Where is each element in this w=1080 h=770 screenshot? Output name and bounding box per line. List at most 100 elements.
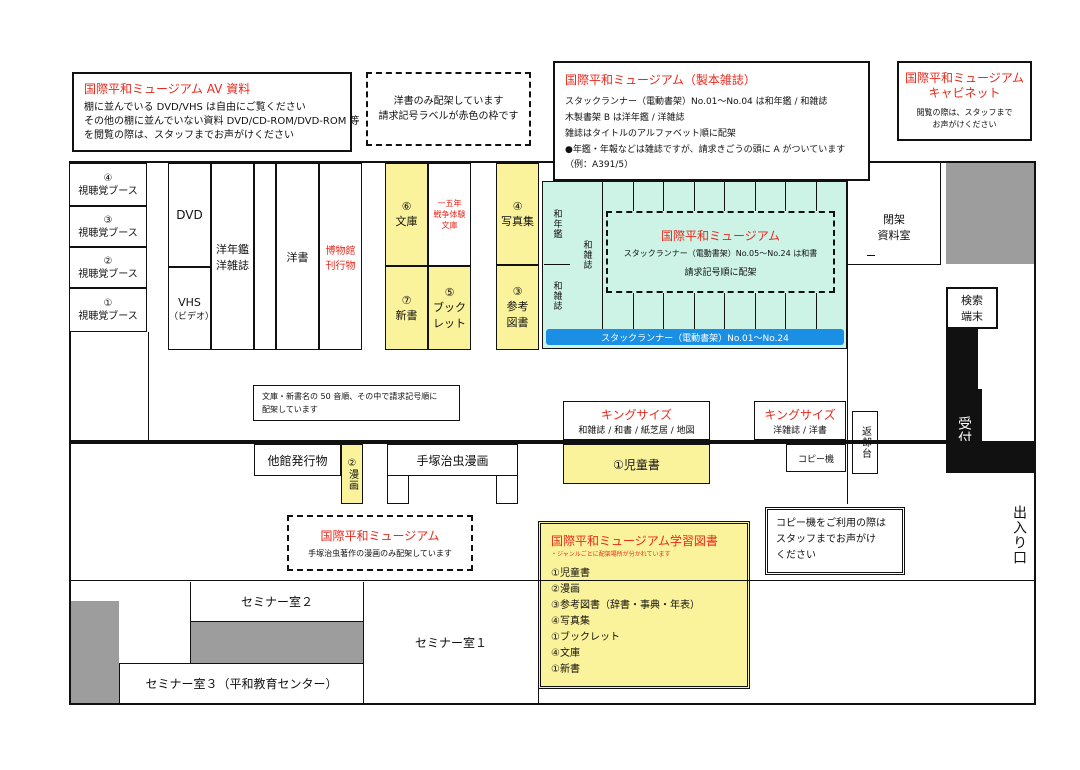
dvd-shelf: DVD xyxy=(168,163,211,267)
av-box-title: 国際平和ミュージアム AV 資料 xyxy=(84,82,251,96)
study-books-box: 国際平和ミュージアム学習図書 ・ジャンルごとに配架場所が分かれています ①児童書… xyxy=(538,521,750,689)
note-line: 請求記号ラベルが赤色の枠です xyxy=(378,111,519,122)
reception-label: 受付 xyxy=(956,416,972,446)
booth-wall xyxy=(69,332,149,440)
bound-box-line: （例：A391/5） xyxy=(565,160,634,170)
shelf-label: 文庫 xyxy=(395,215,418,228)
reception-counter-upper xyxy=(946,329,978,389)
cabinet-line: お声がけください xyxy=(932,120,997,129)
area-divider xyxy=(867,255,875,256)
study-box-sub: ・ジャンルごとに配架場所が分かれています xyxy=(551,551,671,558)
shelf-label: 刊行物 xyxy=(325,260,356,272)
shelf-label: 手塚治虫漫画 xyxy=(416,453,489,468)
closed-room-wall xyxy=(847,264,941,265)
bound-magazines-box: 国際平和ミュージアム（製本雑誌） スタックランナー（電動書架）No.01～No.… xyxy=(553,61,870,181)
japanese-magazine-shelf-b: 和雑誌 xyxy=(544,266,570,326)
tezuka-manga-shelf: 手塚治虫漫画 xyxy=(387,444,518,476)
shelf-label: 和雑誌 xyxy=(551,281,562,311)
note-line: 文庫・新書名の 50 音順、その中で請求記号順に xyxy=(262,392,438,401)
seminar-wall-top xyxy=(69,580,1036,581)
bunko-shinsho-note: 文庫・新書名の 50 音順、その中で請求記号順に 配架しています xyxy=(253,385,460,421)
study-item: ①新書 xyxy=(551,664,580,675)
bound-box-line: ●年鑑・年報などは雑誌ですが、請求きごうの頭に A がついています xyxy=(565,145,846,155)
king-size-shelf-japanese: キングサイズ 和雑誌 / 和書 / 紙芝居 / 地図 xyxy=(563,401,710,440)
shelf-number: ⑥ xyxy=(401,200,412,213)
search-terminal: 検索 端末 xyxy=(946,287,998,329)
bunko-shelf: ⑥ 文庫 xyxy=(385,163,428,266)
manga-shelf: ② 漫画 xyxy=(341,444,363,504)
main-divider xyxy=(69,440,946,444)
vhs-shelf: VHS （ビデオ） xyxy=(168,267,215,350)
shelf-number: ③ xyxy=(512,285,523,298)
room-label: 資料室 xyxy=(877,229,911,242)
japanese-yearbook-shelf: 和年鑑 xyxy=(544,183,570,265)
seminar-room-1: セミナー室１ xyxy=(363,582,538,703)
king-size-title: キングサイズ xyxy=(764,407,836,422)
vhs-label: VHS xyxy=(178,295,201,309)
note-line: スタッフまでお声がけ xyxy=(776,534,876,545)
floor-outline xyxy=(69,161,1036,705)
shelf-label: 参考 xyxy=(506,300,529,313)
shelf-label: 他館発行物 xyxy=(267,453,328,468)
king-size-sub: 洋雑誌 / 洋書 xyxy=(773,425,827,436)
shelf-number: ⑦ xyxy=(401,293,412,307)
shelf-label: 戦争体験 xyxy=(433,210,466,219)
study-item: ①ブックレット xyxy=(551,632,620,643)
entrance-label: 出入り口 xyxy=(1011,505,1027,565)
cabinet-title: キャビネット xyxy=(928,86,1001,100)
shelf-label: 文庫 xyxy=(441,221,458,230)
seminar-wall-right xyxy=(538,580,539,705)
stack-runner-unit xyxy=(602,181,603,329)
bound-box-line: 雑誌はタイトルのアルファベット順に配架 xyxy=(565,129,736,139)
study-item: ②漫画 xyxy=(551,584,580,595)
storage-left xyxy=(71,601,119,703)
vhs-sub-label: （ビデオ） xyxy=(169,311,215,322)
shelf-label: レット xyxy=(433,316,466,330)
av-box-line: 棚に並んでいる DVD/VHS は自由にご覧ください xyxy=(84,102,306,113)
booklet-shelf: ⑤ ブック レット xyxy=(428,266,471,350)
seminar-room-2-storage xyxy=(190,622,363,663)
tezuka-shelf-leg-right xyxy=(496,475,518,504)
study-box-title: 国際平和ミュージアム学習図書 xyxy=(551,534,718,548)
av-box-line: その他の棚に並んでいない資料 DVD/CD-ROM/DVD-ROM 等 xyxy=(84,116,360,127)
copy-machine: コピー機 xyxy=(786,444,846,472)
booth-number: ② xyxy=(103,255,113,267)
stack-note-line: スタックランナー（電動書架）No.05～No.24 は和書 xyxy=(623,248,818,258)
shelf-label: ブック xyxy=(433,300,466,314)
note-line: 洋書のみ配架しています xyxy=(393,96,504,107)
booth-label: 視聴覚ブース xyxy=(78,227,138,239)
closed-room-wall-v2 xyxy=(847,181,848,440)
shelf-label: 博物館 xyxy=(325,245,356,257)
stack-note-line: 請求記号順に配架 xyxy=(684,267,757,278)
copy-note: コピー機をご利用の際は スタッフまでお声がけ ください xyxy=(765,507,905,575)
japanese-magazine-shelf-a: 和雑誌 xyxy=(574,190,600,320)
shelf-label: 洋年鑑 xyxy=(216,242,249,256)
booth-number: ③ xyxy=(103,214,113,226)
shelf-label: 新書 xyxy=(395,308,418,322)
booth-number: ① xyxy=(103,298,113,309)
study-item: ④文庫 xyxy=(551,648,580,659)
room-label: セミナー室３（平和教育センター） xyxy=(145,677,338,691)
shelf-label: 写真集 xyxy=(501,214,534,228)
seminar-room-2: セミナー室２ xyxy=(190,582,363,622)
study-item: ③参考図書（辞書・事典・年表） xyxy=(551,600,700,611)
tezuka-shelf-leg-left xyxy=(387,475,409,504)
booth-number: ④ xyxy=(103,172,113,184)
childrens-books-shelf: ①児童書 xyxy=(563,444,710,484)
copy-machine-label: コピー機 xyxy=(797,454,834,465)
note-line: ください xyxy=(776,550,816,561)
booth-label: 視聴覚ブース xyxy=(78,268,138,280)
note-line: コピー機をご利用の際は xyxy=(776,518,886,529)
shelf-label: 洋書 xyxy=(286,250,309,264)
museum-publications-shelf: 博物館 刊行物 xyxy=(319,163,362,350)
shelf-number: ⑤ xyxy=(444,285,455,299)
tezuka-note-line: 手塚治虫著作の漫画のみ配架しています xyxy=(308,549,452,558)
stack-runner-note: 国際平和ミュージアム スタックランナー（電動書架）No.05～No.24 は和書… xyxy=(606,211,835,293)
stack-runner-unit xyxy=(846,181,847,329)
closed-archive-room: 閉架 資料室 xyxy=(866,199,922,255)
booth-label: 視聴覚ブース xyxy=(78,185,138,197)
